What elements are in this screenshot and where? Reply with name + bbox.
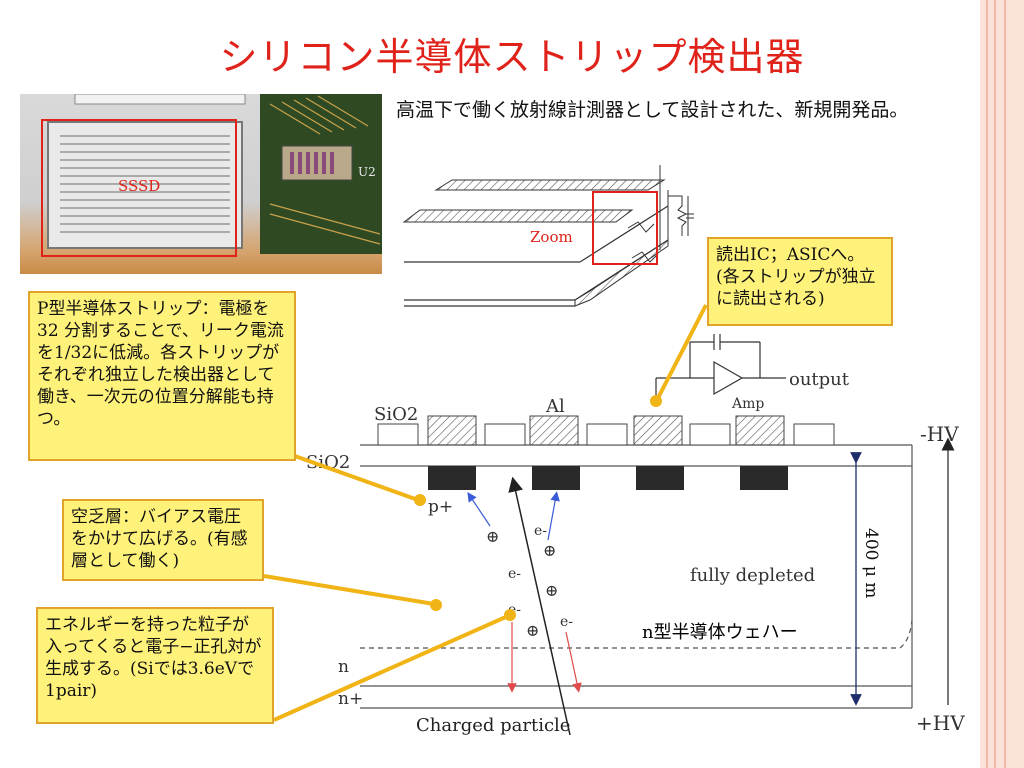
surface-layer	[360, 415, 912, 446]
wafer-label: n型半導体ウェハー	[642, 622, 798, 643]
electron-label: e-	[508, 566, 521, 582]
sio2-block	[586, 423, 628, 446]
chip-label: U2	[358, 165, 376, 179]
slide-title: シリコン半導体ストリップ検出器	[219, 35, 805, 79]
border-line	[1004, 0, 1006, 768]
sio2-block	[484, 423, 526, 446]
hole-drift-arrow	[467, 492, 491, 527]
al-strip	[529, 415, 579, 446]
sketch-strip-top	[434, 179, 666, 191]
thickness-label: 400 μ m	[861, 528, 881, 598]
n-plus-label: n+	[338, 689, 363, 709]
hole-symbol: ⊕	[545, 581, 558, 600]
chip-pattern	[290, 152, 334, 174]
zoom-highlight-box	[592, 191, 658, 265]
depletion-callout: 空乏層：バイアス電圧をかけて広げる。(有感層として働く)	[62, 499, 264, 581]
hole-symbol: ⊕	[543, 541, 556, 560]
sio2-block	[793, 423, 835, 446]
sensor-plate	[47, 121, 243, 249]
strip-callout: P型半導体ストリップ：電極を32 分割することで、リーク電流を1/32に低減。各…	[28, 291, 296, 461]
hole-symbol: ⊕	[526, 621, 539, 640]
slide-right-border	[980, 0, 1024, 768]
al-label: Al	[545, 396, 565, 417]
electron-drift-arrow	[565, 631, 582, 693]
sio2-block	[689, 423, 731, 446]
zoom-perspective-sketch: Zoom	[402, 165, 694, 307]
amp-label: Amp	[731, 396, 764, 412]
sio2-block	[377, 423, 419, 446]
sketch-strip-middle	[402, 209, 634, 223]
p-plus-implants	[428, 466, 788, 490]
output-label: output	[789, 369, 850, 390]
minus-hv-label: -HV	[920, 422, 959, 446]
al-strip	[427, 415, 477, 446]
particle-callout: エネルギーを持った粒子が入ってくると電子−正孔対が生成する。(Siでは3.6eV…	[36, 607, 274, 724]
amplifier-circuit	[655, 334, 786, 402]
charged-particle-label: Charged particle	[416, 715, 570, 736]
callout-leaders	[263, 304, 708, 722]
sssd-highlight-box	[41, 119, 237, 257]
amp-triangle	[713, 360, 744, 396]
sssd-label: SSSD	[118, 177, 160, 195]
sio2-left-label: SiO2	[306, 452, 350, 473]
al-strip	[735, 415, 785, 446]
intro-text: 高温下で働く放射線計測器として設計された、新規開発品。	[396, 99, 909, 121]
n-label: n	[338, 657, 349, 677]
detector-photo: U2 SSSD	[20, 94, 382, 274]
sio2-top-label: SiO2	[374, 404, 418, 425]
al-strip	[633, 415, 683, 446]
electron-label: e-	[560, 614, 573, 630]
plus-hv-label: +HV	[916, 711, 965, 735]
border-line	[994, 0, 996, 768]
particle-track	[508, 476, 571, 736]
detector-photo-drawing: U2 SSSD	[41, 94, 382, 257]
upper-sensor	[74, 94, 246, 105]
fully-depleted-label: fully depleted	[690, 565, 815, 586]
hole-symbol: ⊕	[486, 527, 499, 546]
border-line	[986, 0, 988, 768]
sensor-strips	[60, 135, 230, 233]
readout-callout: 読出IC；ASICへ。(各ストリップが独立に読出される)	[707, 237, 893, 326]
zoom-label: Zoom	[530, 228, 573, 246]
electron-label: e-	[534, 523, 547, 539]
hole-drift-arrow	[547, 491, 560, 541]
sketch-side-hatch	[574, 239, 669, 307]
p-plus-label: p+	[428, 497, 453, 517]
board-traces	[269, 95, 381, 245]
